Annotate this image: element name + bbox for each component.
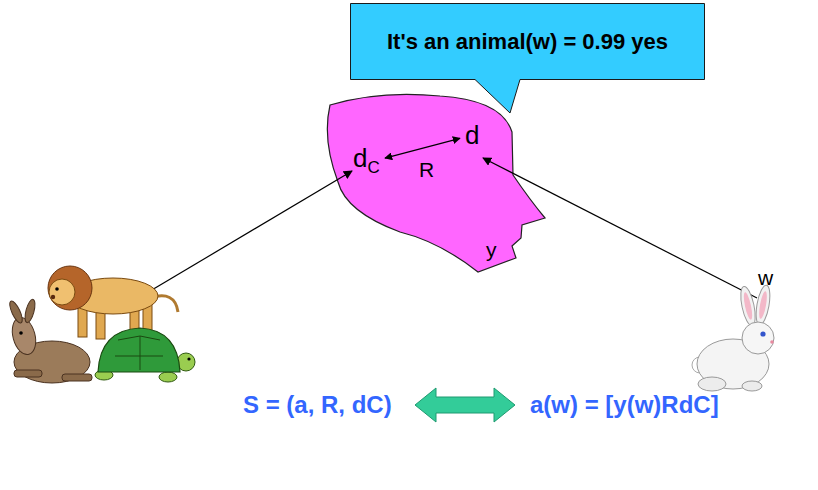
equivalence-arrow [415, 388, 515, 422]
lion-nose [51, 295, 55, 299]
lion-mane [48, 266, 92, 310]
bubble-text: It's an animal(w) = 0.99 yes [350, 29, 705, 55]
rabbit-head [742, 322, 774, 354]
formula-text: a(w) = [y(w)RdC] [530, 390, 719, 420]
rabbit-ear-inner [742, 292, 754, 321]
rabbit-ear-inner [758, 291, 769, 320]
bubble-shape [351, 4, 705, 114]
donkey-ear [23, 298, 37, 323]
formula-text: S = (a, R, dC) [243, 390, 392, 420]
turtle-shell-pattern [115, 336, 163, 370]
rabbit-leg [742, 381, 762, 391]
donkey-eye [19, 331, 23, 335]
percept-symbol: d [462, 118, 483, 152]
lion-figure [48, 266, 178, 339]
donkey-ear [7, 299, 24, 324]
rabbit-ear [738, 285, 758, 327]
donkey-figure [7, 298, 92, 383]
rabbit-nose [770, 340, 774, 344]
concept-symbol: dC [350, 141, 383, 185]
donkey-leg [62, 374, 92, 381]
donkey-head [8, 315, 39, 357]
rabbit-figure [692, 284, 774, 391]
turtle-shell [98, 328, 180, 372]
lion-face [49, 279, 75, 305]
turtle-leg [159, 372, 177, 382]
object-label: w [758, 266, 773, 290]
donkey-leg [14, 370, 42, 377]
function-label: y [486, 238, 497, 262]
perception-line [135, 171, 352, 300]
speech-bubble: It's an animal(w) = 0.99 yes [350, 3, 705, 80]
rabbit-leg [698, 377, 726, 391]
relation-label: R [419, 158, 434, 182]
turtle-figure [95, 328, 195, 382]
perception-line [483, 158, 757, 298]
lion-eye [55, 287, 59, 291]
turtle-eye [187, 357, 190, 360]
symbol-text: dC [353, 143, 380, 183]
symbol-text: d [465, 120, 480, 150]
rabbit-eye [760, 331, 765, 336]
relation-arrow [385, 138, 460, 158]
head-silhouette [327, 94, 545, 272]
rabbit-ear [754, 284, 773, 325]
